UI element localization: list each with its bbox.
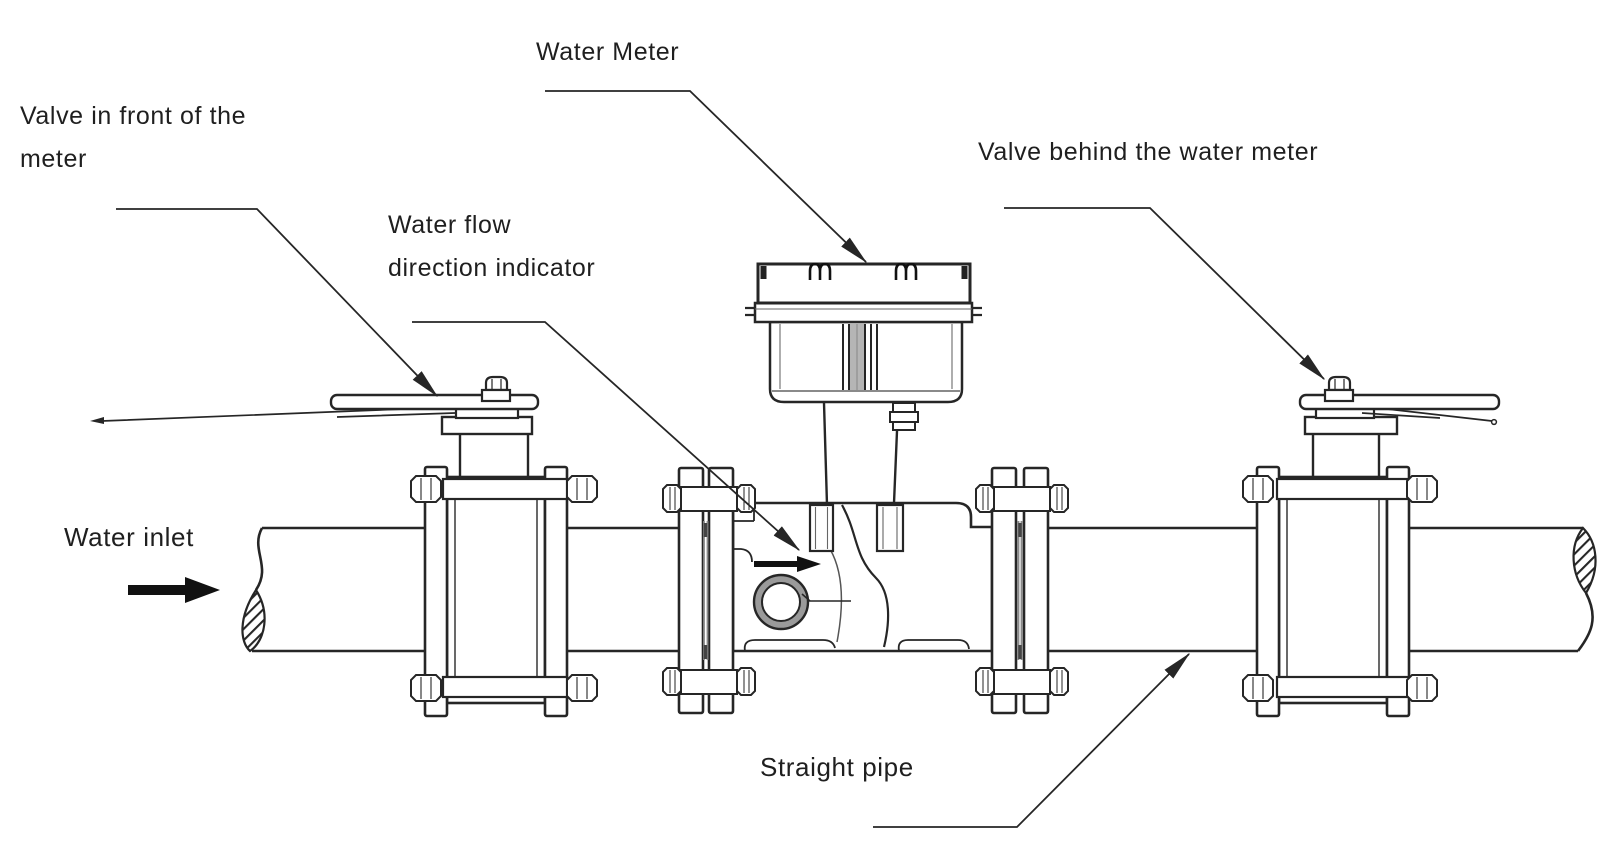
flange-bolt-top (1242, 475, 1438, 503)
valve-flange-plate (543, 465, 569, 718)
label-water-meter: Water Meter (536, 38, 680, 66)
valve-flange-plate (1385, 465, 1411, 718)
valve-bonnet (440, 415, 534, 436)
meter-body-curve (841, 504, 890, 648)
valve-body (445, 475, 547, 705)
pipe-break-left-curve (254, 527, 264, 591)
pipe-downstream-segment (1410, 526, 1583, 653)
leader-water-meter (545, 90, 868, 263)
upstream-valve (90, 375, 598, 718)
flange-bolt-top (410, 475, 598, 503)
flange-bolt-bottom (1242, 674, 1438, 702)
water-inlet-arrow (128, 577, 220, 603)
water-meter-assembly (745, 262, 982, 553)
meter-body-foot-right (897, 639, 970, 652)
flange-plate (990, 466, 1018, 715)
flange-plate (677, 466, 705, 715)
valve-flange-plate (1255, 465, 1281, 718)
meter-body-shoulder (733, 548, 753, 563)
flange-gasket (703, 521, 709, 660)
label-flow-indicator: Water flow direction indicator (388, 211, 596, 282)
leader-valve-behind (1004, 207, 1325, 380)
label-valve-behind: Valve behind the water meter (978, 138, 1319, 166)
flange-bolt-bottom (410, 674, 598, 702)
meter-port-ring (752, 573, 851, 631)
label-valve-front: Valve in front of the meter (20, 102, 247, 173)
meter-neck-boss-right (875, 503, 905, 553)
meter-neck (822, 402, 899, 506)
meter-neck-boss-left (808, 503, 835, 553)
meter-body-foot-left (743, 639, 836, 652)
meter-inlet-flange (662, 466, 756, 715)
valve-body (1277, 475, 1389, 705)
downstream-valve (1242, 375, 1501, 718)
leader-lines (116, 90, 1325, 828)
flange-bolt-bottom (975, 667, 1069, 696)
valve-handle-rod-tip (1490, 418, 1498, 426)
pipe-break-left-hatch (241, 587, 266, 653)
register-corner-tick-right (961, 266, 968, 279)
pipe-valve-to-meter-segment (567, 526, 679, 653)
meter-outlet-flange (975, 466, 1069, 715)
meter-drain-fitting (889, 402, 919, 431)
valve-neck (1311, 431, 1381, 481)
main-pipe (241, 526, 1597, 653)
meter-body-cylinder (768, 320, 964, 404)
flange-bolt-bottom (662, 667, 756, 696)
leader-valve-front (116, 208, 438, 398)
meter-body-inner-curve (829, 548, 843, 643)
valve-stem-nut (480, 375, 512, 403)
leader-flow-indicator (412, 321, 801, 551)
label-water-inlet: Water inlet (64, 522, 194, 552)
leader-straight-pipe (873, 653, 1190, 828)
flow-direction-arrow (754, 556, 821, 572)
flange-plate (707, 466, 735, 715)
valve-bonnet (1303, 415, 1399, 436)
flange-plate (1022, 466, 1050, 715)
pipe-upstream-segment (252, 526, 425, 653)
valve-flange-plate (423, 465, 449, 718)
register-corner-tick-left (760, 266, 767, 279)
pipe-meter-to-valve-segment (1048, 526, 1257, 653)
pipe-break-right-hatch (1572, 526, 1597, 595)
meter-band (745, 301, 982, 324)
valve-handle-rod-tip (90, 417, 104, 424)
meter-register-box (756, 262, 972, 305)
flange-bolt-top (662, 484, 756, 513)
flange-gasket (1017, 521, 1023, 660)
pipe-break-right-curve (1576, 592, 1594, 652)
valve-stem-nut (1323, 375, 1355, 403)
flange-bolt-top (975, 484, 1069, 513)
label-straight-pipe: Straight pipe (760, 752, 914, 782)
valve-neck (458, 431, 530, 481)
